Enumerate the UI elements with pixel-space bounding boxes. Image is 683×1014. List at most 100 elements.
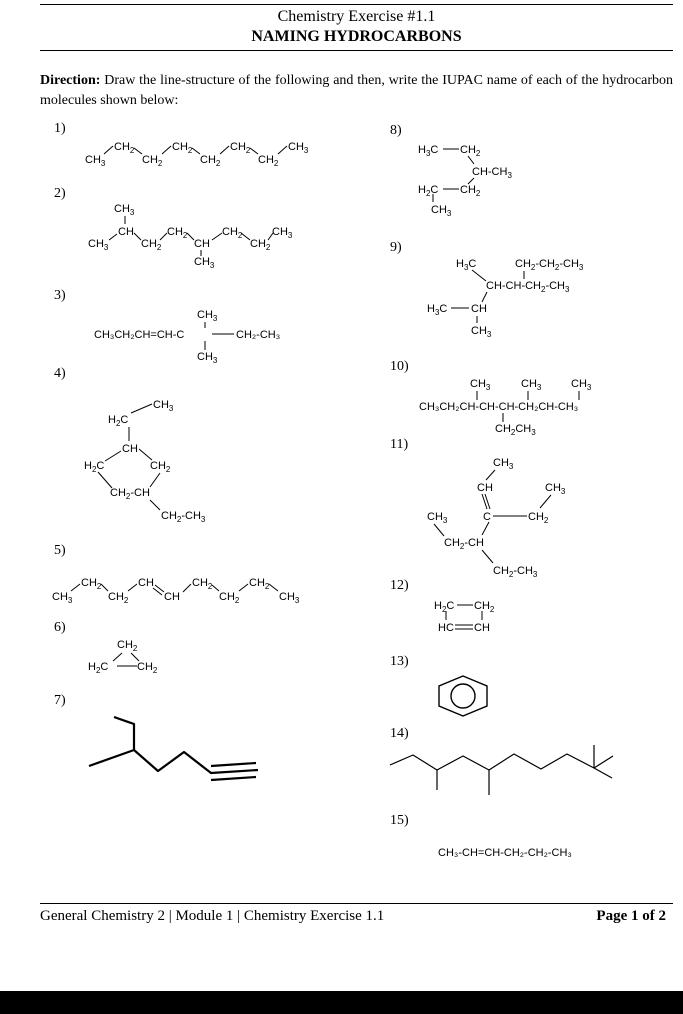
footer-rule [40, 903, 673, 904]
svg-text:CH: CH [471, 303, 487, 315]
svg-text:CH2: CH2 [81, 577, 102, 591]
item-number-1: 1) [54, 121, 66, 136]
svg-text:CH2: CH2 [230, 141, 251, 155]
item-number-12: 12) [390, 578, 409, 593]
item-number-4: 4) [54, 366, 66, 381]
svg-text:CH3: CH3 [153, 399, 174, 413]
item-number-15: 15) [390, 813, 409, 828]
svg-text:CH2: CH2 [528, 511, 549, 525]
svg-text:H2C: H2C [434, 600, 454, 614]
structure-12: H2C CH2 HC CH [434, 600, 495, 634]
svg-text:CH3: CH3 [197, 351, 218, 365]
svg-text:CH2: CH2 [219, 591, 240, 605]
svg-text:H2C: H2C [418, 184, 438, 198]
svg-text:CH2: CH2 [474, 600, 495, 614]
footer-module-text: General Chemistry 2 | Module 1 | Chemist… [40, 908, 385, 924]
page-number: Page 1 of 2 [596, 908, 666, 924]
bottom-black-bar [0, 991, 683, 1014]
svg-text:CH2: CH2 [108, 591, 129, 605]
svg-text:CH3: CH3 [194, 256, 215, 270]
svg-text:CH2-CH3: CH2-CH3 [161, 510, 206, 524]
svg-text:CH3: CH3 [493, 457, 514, 471]
svg-text:CH3: CH3 [427, 511, 448, 525]
svg-text:CH: CH [118, 226, 134, 238]
svg-text:CH2: CH2 [200, 154, 221, 168]
svg-text:CH2: CH2 [141, 238, 162, 252]
direction-label: Direction: [40, 73, 101, 88]
svg-text:CH3: CH3 [521, 378, 542, 392]
structure-5: CH3 CH2 CH2 CH CH CH2 CH2 CH2 CH3 [52, 577, 300, 605]
svg-text:CH3: CH3 [470, 378, 491, 392]
svg-text:CH2: CH2 [114, 141, 135, 155]
svg-text:CH2: CH2 [192, 577, 213, 591]
item-number-9: 9) [390, 240, 402, 255]
structure-15-formula: CH₃-CH=CH-CH₂-CH₂-CH₃ [438, 847, 572, 859]
svg-text:CH3: CH3 [471, 325, 492, 339]
structure-4: CH3 H2C CH H2C CH2 CH2-CH CH2-CH3 [84, 399, 206, 524]
header-rule [40, 50, 673, 51]
svg-text:H3C: H3C [418, 144, 438, 158]
svg-text:H2C: H2C [108, 414, 128, 428]
top-rule [40, 4, 673, 5]
svg-text:CH2: CH2 [249, 577, 270, 591]
structure-2: CH3 CH CH3 CH2 CH2 CH CH3 CH2 CH2 CH3 [88, 203, 293, 270]
svg-text:CH2-CH: CH2-CH [444, 537, 484, 551]
structure-8: H3C CH2 CH-CH3 H2C CH2 CH3 [418, 144, 512, 218]
svg-text:CH3: CH3 [52, 591, 73, 605]
item-number-3: 3) [54, 288, 66, 303]
svg-text:CH2: CH2 [167, 226, 188, 240]
svg-text:H2C: H2C [84, 460, 104, 474]
item-number-11: 11) [390, 437, 409, 452]
svg-text:CH3: CH3 [114, 203, 135, 217]
svg-text:CH3: CH3 [288, 141, 309, 155]
svg-text:CH3: CH3 [88, 238, 109, 252]
svg-text:CH3: CH3 [279, 591, 300, 605]
structure-3-formula-right: CH₂-CH₃ [236, 329, 280, 341]
item-number-6: 6) [54, 620, 66, 635]
svg-text:CH2: CH2 [460, 144, 481, 158]
structure-15: CH₃-CH=CH-CH₂-CH₂-CH₃ [438, 847, 572, 859]
svg-text:CH3: CH3 [431, 204, 452, 218]
svg-text:CH2-CH2-CH3: CH2-CH2-CH3 [515, 258, 584, 272]
svg-text:CH3: CH3 [272, 226, 293, 240]
svg-text:CH2: CH2 [137, 661, 158, 675]
svg-text:CH2: CH2 [250, 238, 271, 252]
svg-text:CH2: CH2 [258, 154, 279, 168]
structure-13 [438, 675, 488, 717]
svg-text:CH: CH [477, 482, 493, 494]
item-number-2: 2) [54, 186, 66, 201]
page-title: Chemistry Exercise #1.1 [277, 8, 436, 25]
structure-3: CH3 CH₃CH₂CH=CH-C CH₂-CH₃ CH3 [94, 309, 280, 365]
structure-1: CH3 CH2 CH2 CH2 CH2 CH2 CH2 CH3 [85, 141, 309, 168]
structure-7 [88, 715, 259, 782]
svg-text:CH3: CH3 [85, 154, 106, 168]
svg-text:CH: CH [474, 622, 490, 634]
svg-text:CH2: CH2 [172, 141, 193, 155]
item-number-8: 8) [390, 123, 402, 138]
svg-text:CH3: CH3 [197, 309, 218, 323]
svg-text:HC: HC [438, 622, 454, 634]
page-subtitle: NAMING HYDROCARBONS [251, 28, 462, 45]
svg-text:CH2: CH2 [460, 184, 481, 198]
structure-10: CH3 CH3 CH3 CH₃CH₂CH-CH-CH-CH₂CH-CH₃ CH2… [419, 378, 592, 437]
structure-9: H3C CH2-CH2-CH3 CH-CH-CH2-CH3 H3C CH CH3 [427, 258, 584, 339]
svg-text:H3C: H3C [456, 258, 476, 272]
svg-text:CH2: CH2 [142, 154, 163, 168]
svg-text:CH: CH [194, 238, 210, 250]
direction-body: Draw the line-structure of the following… [40, 73, 673, 108]
structure-6: CH2 H2C CH2 [88, 639, 158, 675]
svg-text:CH: CH [138, 577, 154, 589]
svg-text:H3C: H3C [427, 303, 447, 317]
svg-text:H2C: H2C [88, 661, 108, 675]
svg-text:CH2CH3: CH2CH3 [495, 423, 536, 437]
item-number-5: 5) [54, 543, 66, 558]
structure-3-formula-left: CH₃CH₂CH=CH-C [94, 329, 184, 341]
svg-text:CH2-CH3: CH2-CH3 [493, 565, 538, 579]
svg-text:CH-CH3: CH-CH3 [472, 166, 512, 180]
item-number-14: 14) [390, 726, 409, 741]
structure-11: CH3 CH CH3 CH3 C CH2 CH2-CH CH2-CH3 [427, 457, 566, 579]
svg-text:CH3: CH3 [545, 482, 566, 496]
svg-text:CH2: CH2 [150, 460, 171, 474]
svg-text:CH: CH [122, 443, 138, 455]
